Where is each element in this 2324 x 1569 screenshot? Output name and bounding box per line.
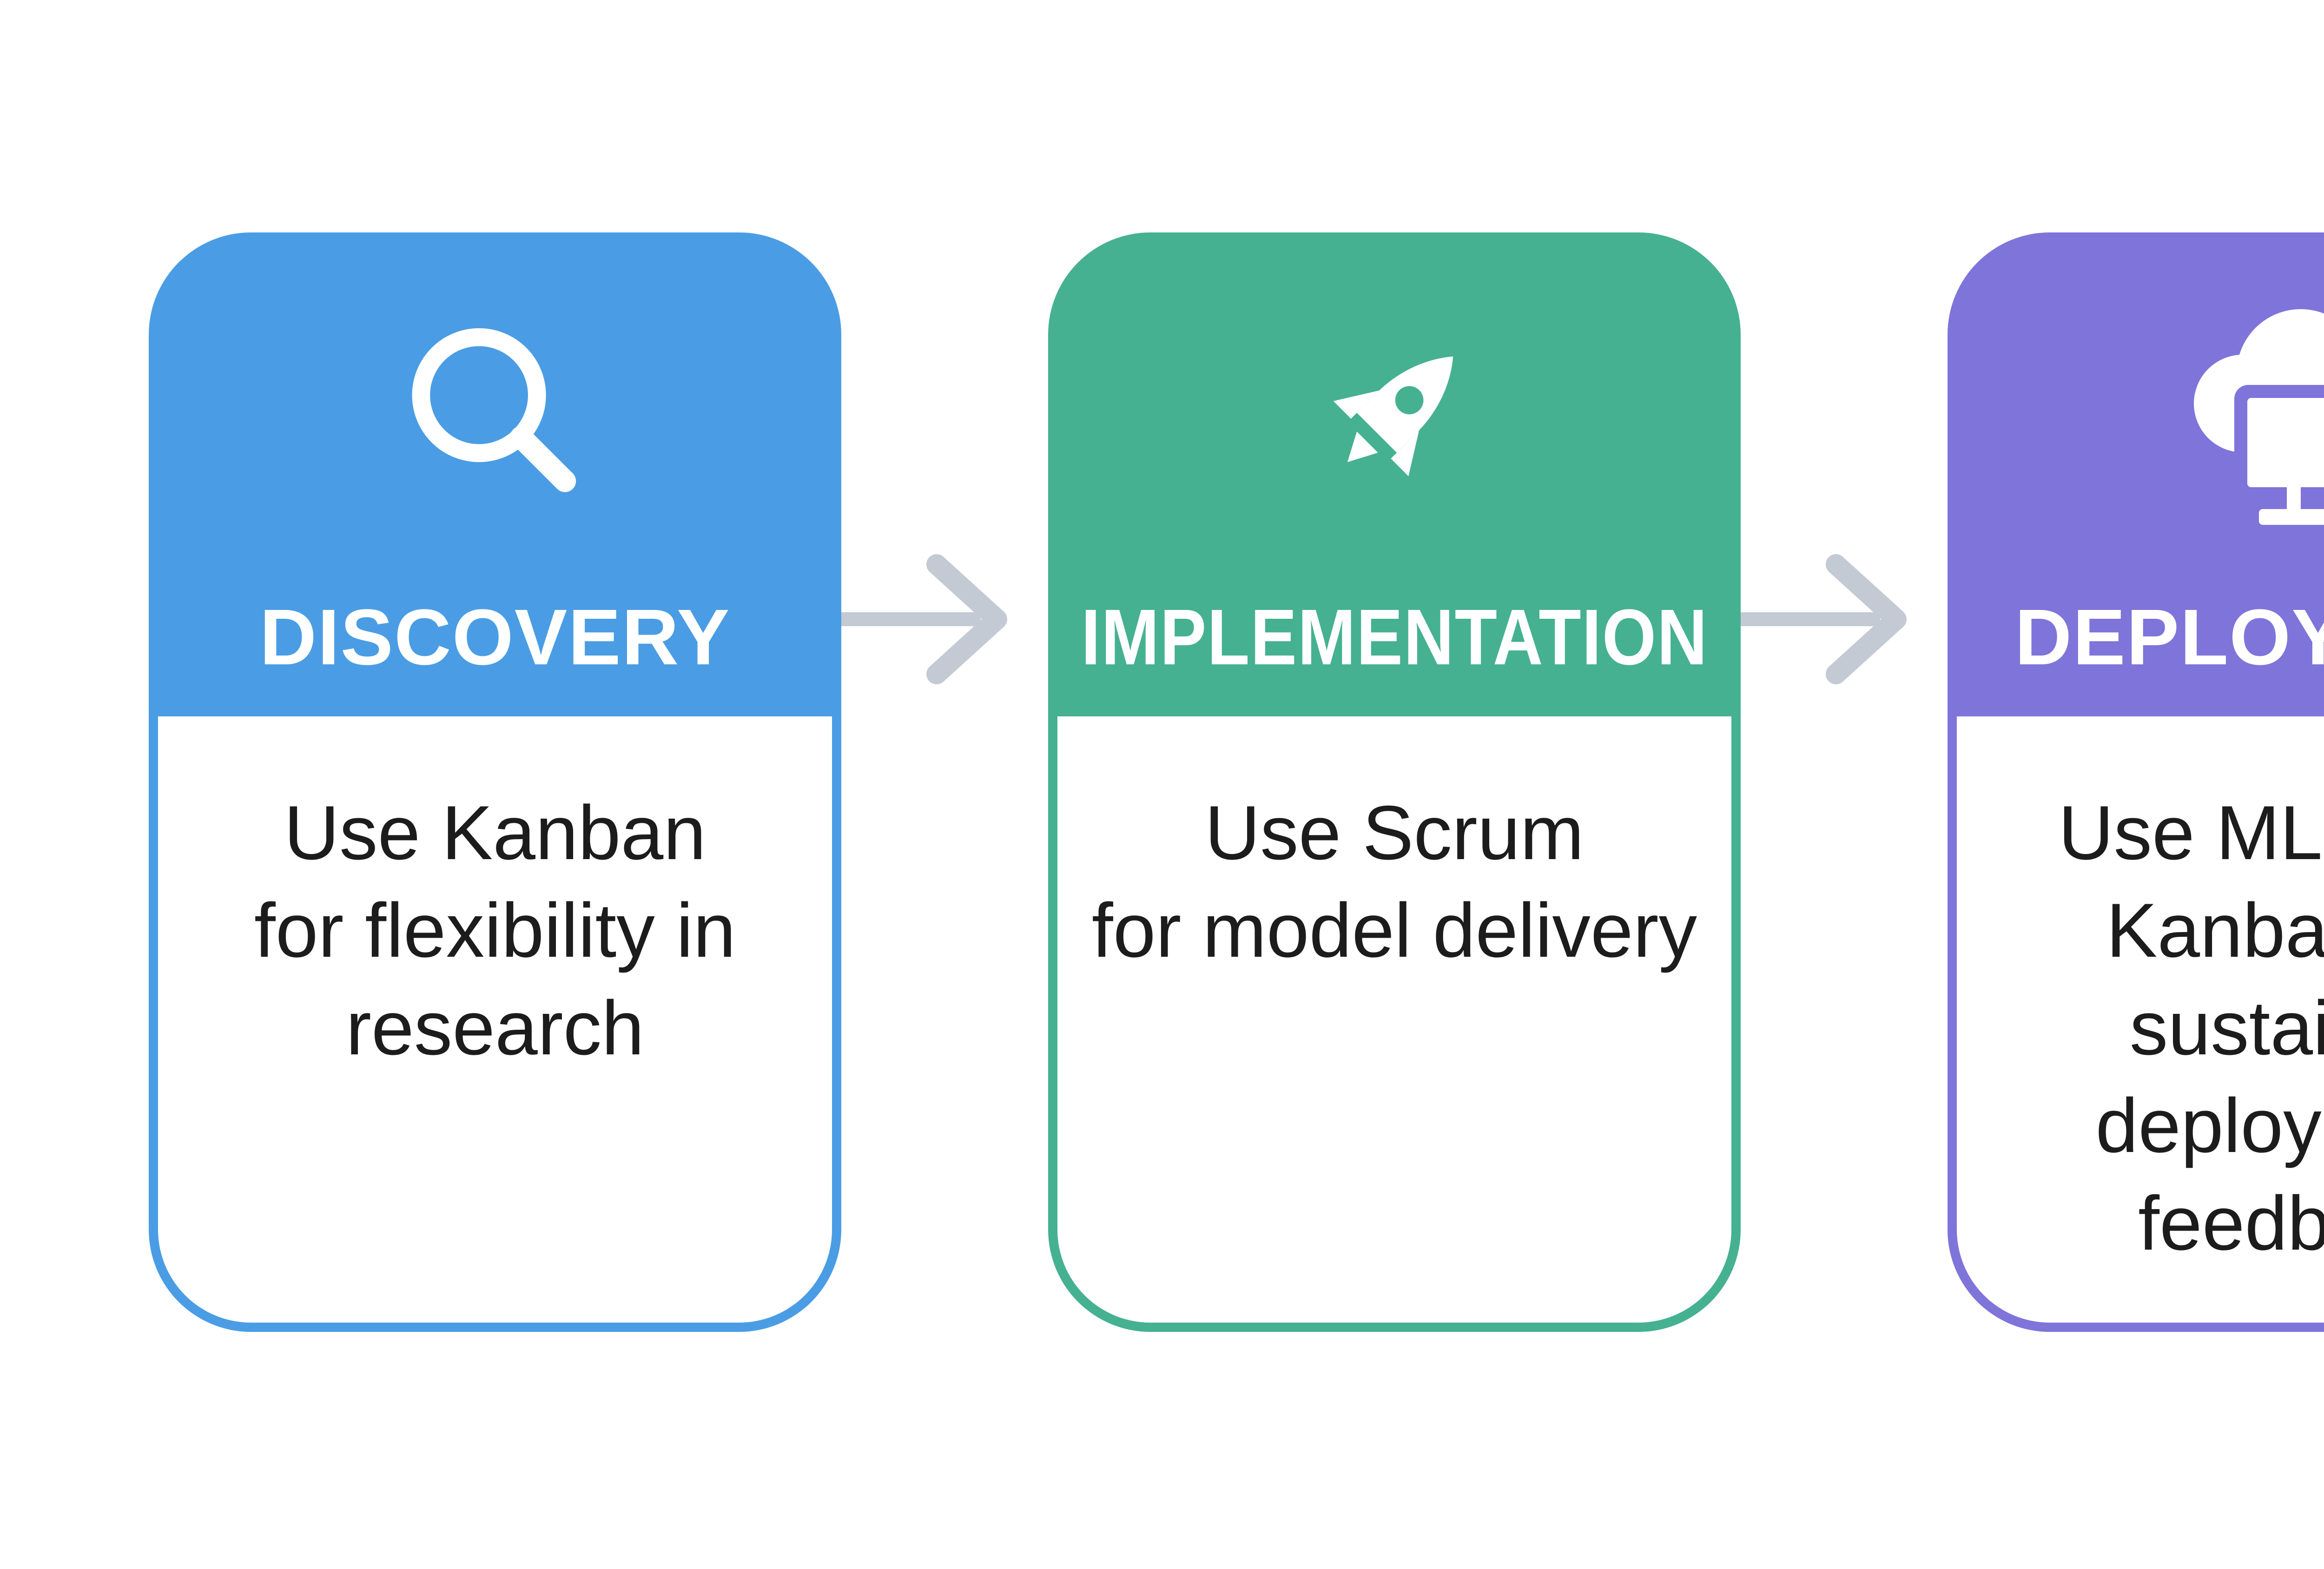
card-discovery-icon-area	[149, 232, 841, 598]
card-implementation: IMPLEMENTATION Use Scrum for model deliv…	[1048, 232, 1741, 1332]
card-implementation-header: IMPLEMENTATION	[1048, 232, 1741, 716]
rocket-icon	[1333, 356, 1453, 477]
card-implementation-body: Use Scrum for model delivery	[1048, 716, 1741, 1332]
card-implementation-icon-area	[1048, 232, 1741, 598]
card-deployment-body: Use MLOps + Kanban for sustained deploym…	[1948, 716, 2324, 1332]
right-arrow-icon	[1741, 554, 1907, 684]
card-discovery: DISCOVERY Use Kanban for flexibility in …	[149, 232, 841, 1332]
card-deployment-icon-area	[1948, 232, 2324, 598]
magnifier-search-icon	[412, 328, 576, 492]
card-implementation-text: Use Scrum for model delivery	[1091, 790, 1697, 973]
card-discovery-header: DISCOVERY	[149, 232, 841, 716]
right-arrow-icon	[841, 554, 1007, 684]
card-deployment-text: Use MLOps + Kanban for sustained deploym…	[2058, 790, 2324, 1266]
cloud-computer-icon	[2194, 309, 2324, 525]
card-deployment-header: DEPLOYMENT	[1948, 232, 2324, 716]
card-discovery-body: Use Kanban for flexibility in research	[149, 716, 841, 1332]
card-implementation-title: IMPLEMENTATION	[1081, 593, 1708, 682]
card-deployment-title: DEPLOYMENT	[2014, 593, 2324, 682]
card-deployment: DEPLOYMENT Use MLOps + Kanban for sustai…	[1948, 232, 2324, 1332]
arrow-implementation-to-deployment	[1741, 232, 1948, 684]
card-discovery-title: DISCOVERY	[259, 593, 731, 682]
arrow-discovery-to-implementation	[841, 232, 1048, 684]
card-discovery-text: Use Kanban for flexibility in research	[254, 790, 736, 1071]
